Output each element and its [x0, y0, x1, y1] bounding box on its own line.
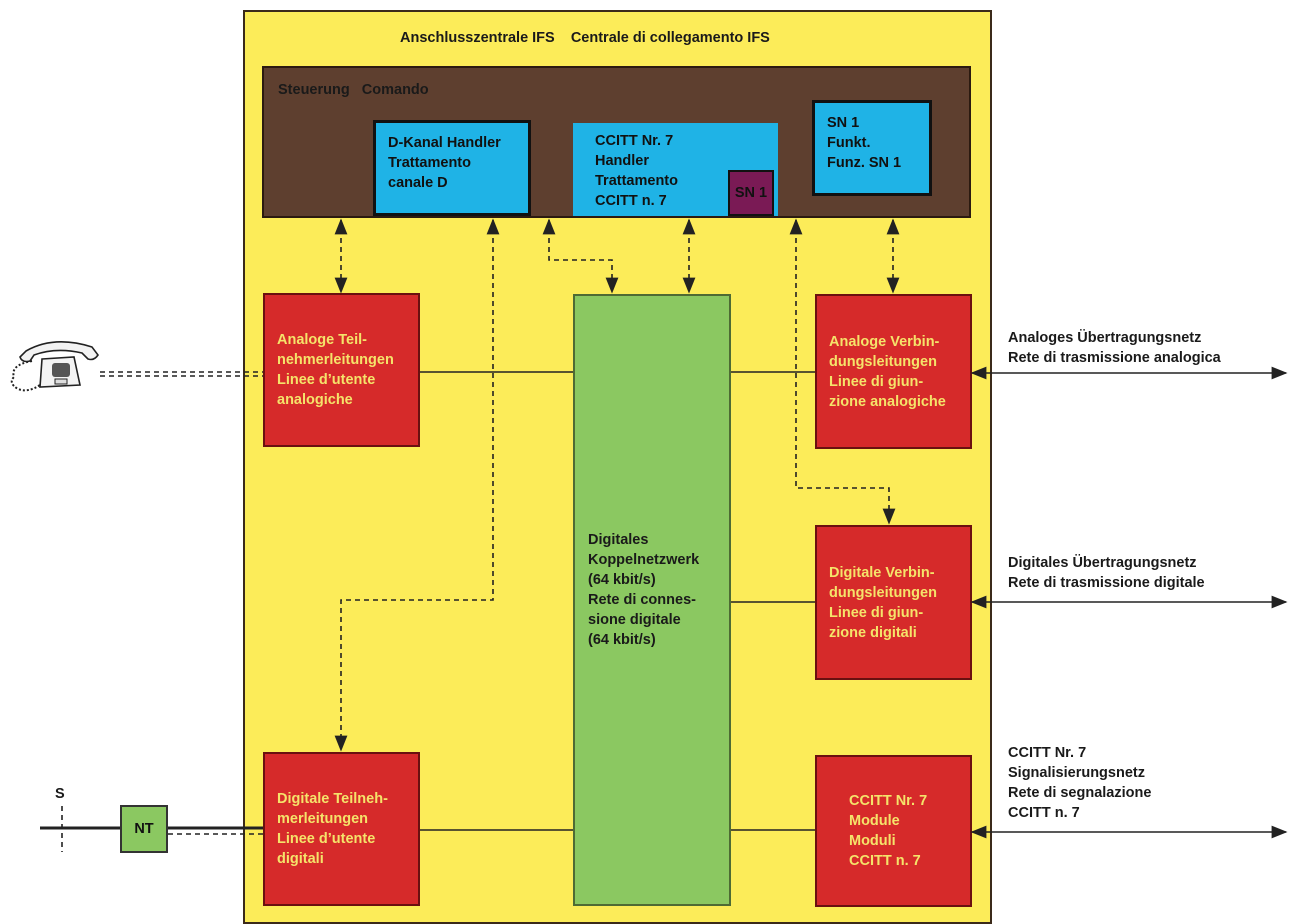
- ctrl-link-digital-sub: [334, 218, 500, 752]
- digital-switching-network-label: Digitales Koppelnetzwerk (64 kbit/s) Ret…: [588, 532, 700, 648]
- ctrl-link-switch-left: [542, 218, 619, 294]
- digital-switching-network-block: [573, 294, 731, 906]
- telephone-icon: [10, 341, 99, 392]
- d-channel-handler-block: D-Kanal Handler Trattamento canale D: [373, 120, 531, 216]
- sn1-function-block: SN 1 Funkt. Funz. SN 1: [812, 100, 932, 196]
- ccitt7-modules-label: CCITT Nr. 7 Module Moduli CCITT n. 7: [849, 793, 928, 869]
- digital-trunk-lines-label: Digitale Verbin- dungsleitungen Linee di…: [829, 564, 937, 641]
- network-termination-label: NT: [134, 821, 154, 837]
- analog-network-label: Analoges Übertragungsnetz Rete di trasmi…: [1008, 330, 1221, 366]
- signalling-network-label: CCITT Nr. 7 Signalisierungsnetz Rete di …: [1008, 745, 1152, 821]
- sn1-small-label: SN 1: [734, 185, 768, 201]
- digital-trunk-lines-block: Digitale Verbin- dungsleitungen Linee di…: [815, 525, 972, 680]
- ccitt7-modules-block: CCITT Nr. 7 Module Moduli CCITT n. 7: [815, 755, 972, 907]
- exchange-title: Anschlusszentrale IFS Centrale di colleg…: [400, 30, 770, 46]
- ctrl-link-digital-trunk: [789, 218, 896, 525]
- digital-subscriber-lines-label: Digitale Teilneh- merleitungen Linee d’u…: [277, 791, 388, 867]
- s-reference-point-label: S: [55, 786, 65, 802]
- control-label: Steuerung Comando: [278, 82, 429, 98]
- digital-subscriber-lines-block: Digitale Teilneh- merleitungen Linee d’u…: [263, 752, 420, 906]
- network-termination-block: NT: [120, 805, 168, 853]
- digital-network-label: Digitales Übertragungsnetz Rete di trasm…: [1008, 555, 1205, 591]
- ccitt7-handler-block: CCITT Nr. 7 Handler Trattamento CCITT n.…: [573, 123, 778, 216]
- sn1-small-block: SN 1: [728, 170, 774, 216]
